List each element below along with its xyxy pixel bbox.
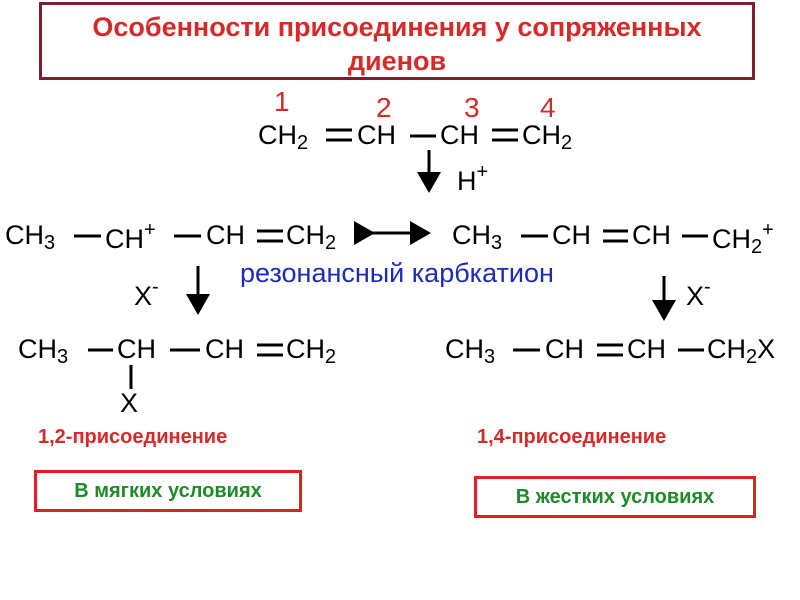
cation-right-ch3: CH3 (452, 220, 503, 254)
nucleophile-right: X- (686, 276, 711, 311)
cation-left-ch-plus: CH+ (105, 219, 156, 254)
carbon-number-1: 1 (274, 86, 290, 117)
title-line-2: диенов (347, 46, 447, 76)
diene-c4: CH2 (522, 120, 573, 154)
product-14-ch-b: CH (627, 334, 666, 364)
resonance-label: резонансный карбкатион (240, 260, 554, 287)
diene-c2: CH (357, 120, 396, 150)
condition-box-mild: В мягких условиях (34, 470, 302, 512)
cation-left-ch2: CH2 (286, 220, 337, 254)
label-1-2-addition: 1,2-присоединение (38, 426, 228, 448)
product-12-ch: CH (205, 334, 244, 364)
cation-right-ch-a: CH (552, 220, 591, 250)
carbon-number-3: 3 (464, 92, 480, 123)
condition-harsh-text: В жестких условиях (515, 486, 715, 508)
diene-c3: CH (440, 120, 479, 150)
title-line-1: Особенности присоединения у сопряженных (92, 12, 702, 42)
carbon-number-4: 4 (540, 92, 556, 123)
product-12-x: X (120, 388, 139, 418)
label-1-4-addition: 1,4-присоединение (477, 426, 667, 448)
product-12-ch3: CH3 (18, 334, 69, 368)
product-14-ch3: CH3 (445, 334, 496, 368)
product-12-ch2: CH2 (286, 334, 337, 368)
proton-label: H+ (457, 161, 489, 196)
cation-right-ch2-plus: CH2+ (712, 219, 774, 258)
diene-c1: CH2 (258, 120, 309, 154)
product-12-chx: CH (117, 334, 156, 364)
condition-mild-text: В мягких условиях (74, 480, 262, 502)
cation-left-ch3: CH3 (5, 220, 56, 254)
carbon-number-2: 2 (376, 92, 392, 123)
product-14-ch-a: CH (545, 334, 584, 364)
cation-left-ch: CH (206, 220, 245, 250)
nucleophile-left: X- (134, 276, 159, 311)
condition-box-harsh: В жестких условиях (474, 476, 756, 518)
title-box: Особенности присоединения у сопряженных … (39, 2, 755, 80)
product-14-ch2x: CH2X (707, 334, 776, 368)
cation-right-ch-b: CH (632, 220, 671, 250)
